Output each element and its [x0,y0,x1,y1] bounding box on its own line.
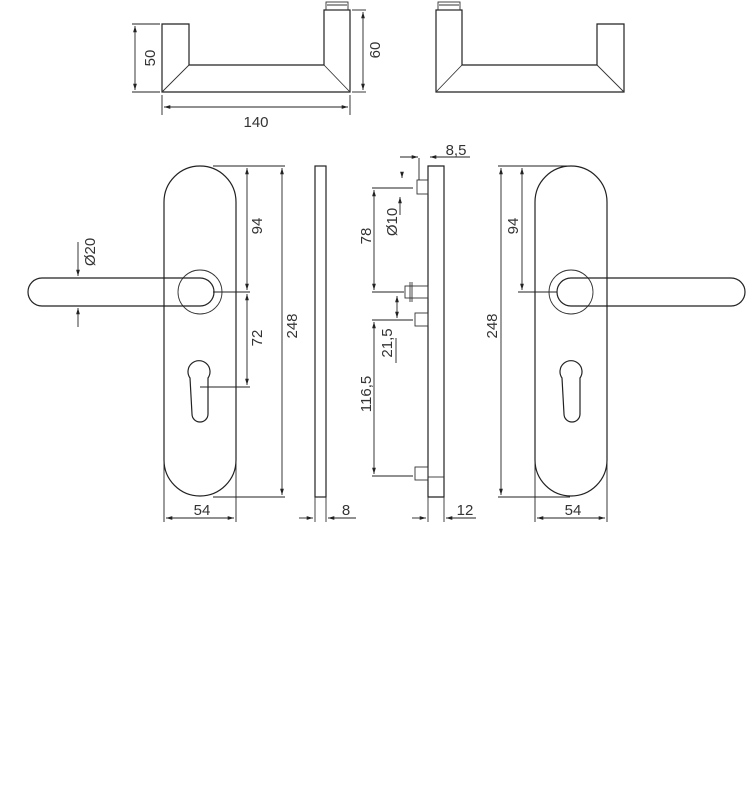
dim-248-right: 248 [484,313,501,338]
dim-72: 72 [249,330,266,347]
top-view-left: 50 60 140 [132,1,384,131]
dim-94-right: 94 [505,218,522,235]
dim-thickness-8: 8 [342,502,350,519]
side-view: 8,5 Ø10 78 21,5 116,5 12 [358,142,476,522]
lever-handle [27,277,215,307]
dim-54-right: 54 [565,502,582,519]
dim-78: 78 [358,228,375,245]
dim-diameter-10: Ø10 [384,208,401,236]
dim-54-left: 54 [194,502,211,519]
dim-length-140: 140 [243,114,268,131]
dim-8-5: 8,5 [446,142,467,159]
dim-depth-12: 12 [457,502,474,519]
front-view-left: 94 72 248 Ø20 54 [27,165,301,522]
dim-116-5: 116,5 [358,376,375,412]
dim-diameter-20: Ø20 [82,238,99,266]
plate-edge-view: 8 [299,165,356,522]
dim-height-60: 60 [367,42,384,59]
dim-21-5: 21,5 [379,328,396,357]
dim-94-left: 94 [249,218,266,235]
top-view-right [435,1,625,93]
dim-height-50: 50 [142,50,159,67]
dim-248-left: 248 [284,313,301,338]
front-view-right: 94 248 54 [484,165,746,522]
lever-handle-right [556,277,746,307]
